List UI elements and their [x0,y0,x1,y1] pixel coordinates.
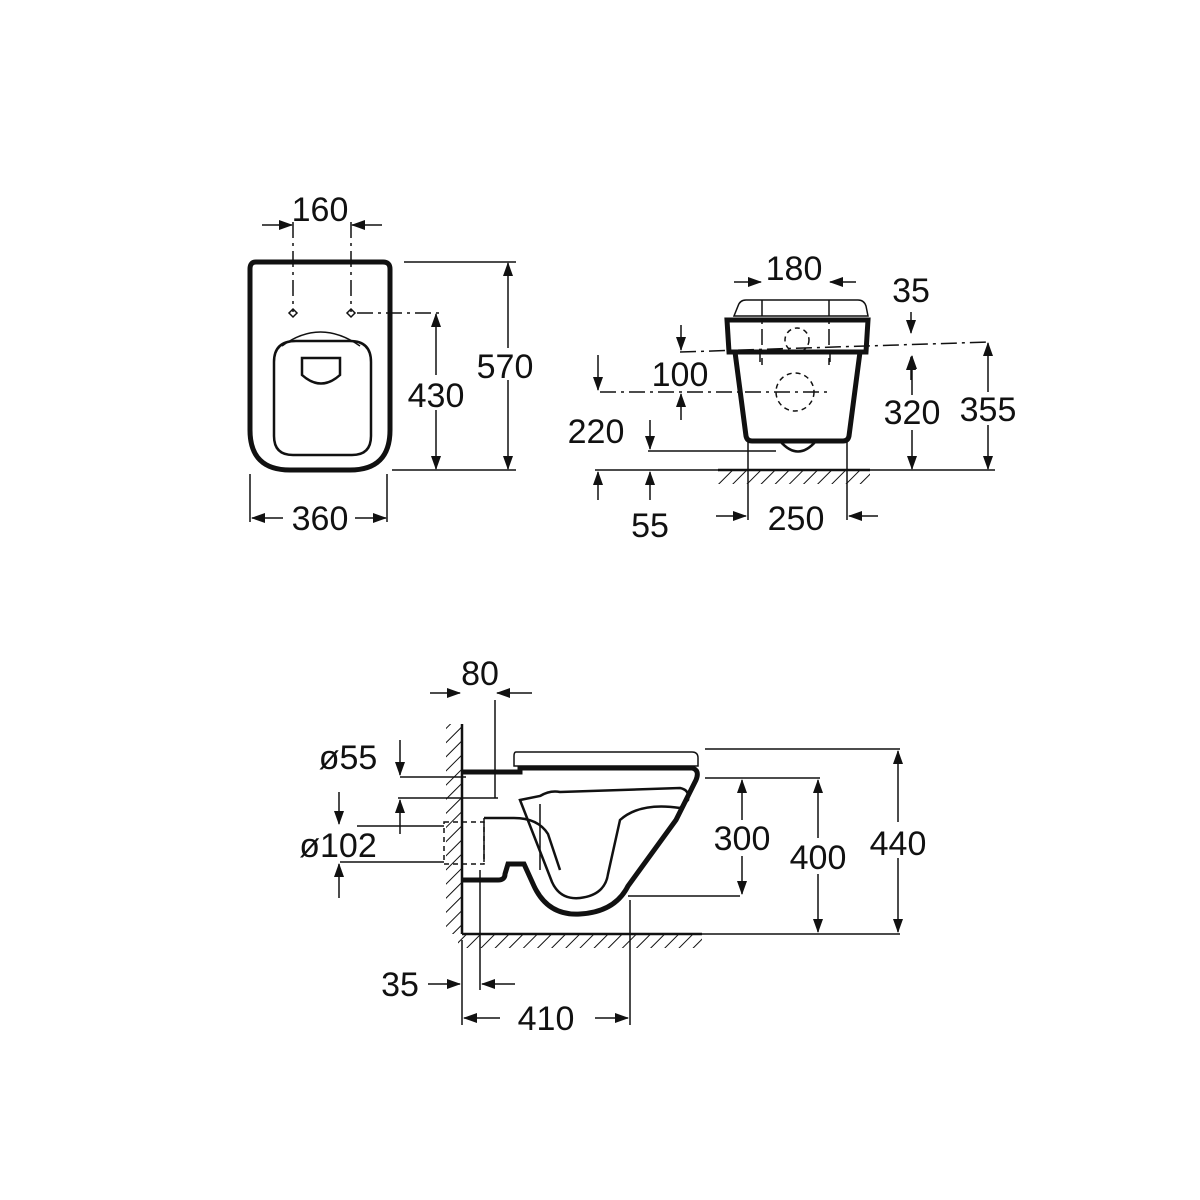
fixing-hole-left [287,307,299,319]
seat-cover [732,299,869,317]
dim-total-height: 355 [960,391,1017,429]
top-view: 160 360 430 570 [247,191,534,538]
dim-floor-offset: 55 [631,507,669,545]
inlet-circle [784,327,810,353]
seat-hinge [281,331,361,347]
side-bowl [462,765,700,917]
dim-length: 570 [477,348,534,386]
bowl-body [732,349,863,444]
dim-base-width: 250 [768,500,825,538]
front-view: 180 35 100 220 55 250 320 355 [568,250,1017,545]
waste-pipe [443,821,485,865]
side-trap [484,816,562,871]
dim-hole-spacing: 160 [292,191,349,229]
dim-projection: 410 [518,1000,575,1038]
dim-fixing-spacing: 180 [766,250,823,288]
dim-outlet-diameter: ø102 [299,827,377,865]
dim-fixing-height: 430 [408,377,465,415]
dim-bolt-offset: 35 [892,272,930,310]
side-floor-hatch [458,934,702,948]
side-seat [513,751,699,767]
outlet-opening [300,356,342,385]
dim-width: 360 [292,500,349,538]
trap [779,440,817,453]
rim [724,317,871,355]
dim-bolt-height: 320 [884,394,941,432]
side-view: 80 ø55 ø102 300 400 440 35 410 [299,655,926,1038]
fixing-hole-right [345,307,357,319]
dim-bolt-to-outlet: 100 [652,356,709,394]
bowl-inner [272,339,373,457]
dim-wall-thickness: 35 [381,966,419,1004]
dim-rim-height: 400 [790,839,847,877]
bowl-outline [247,259,393,473]
dim-wall-gap: 80 [461,655,499,693]
dim-seat-height: 440 [870,825,927,863]
dim-pan-height: 300 [714,820,771,858]
dim-inlet-diameter: ø55 [319,739,378,777]
dim-outlet-height: 220 [568,413,625,451]
floor-hatch [718,470,870,484]
side-bowl-inner [518,786,690,900]
wall-hatch [446,724,462,934]
